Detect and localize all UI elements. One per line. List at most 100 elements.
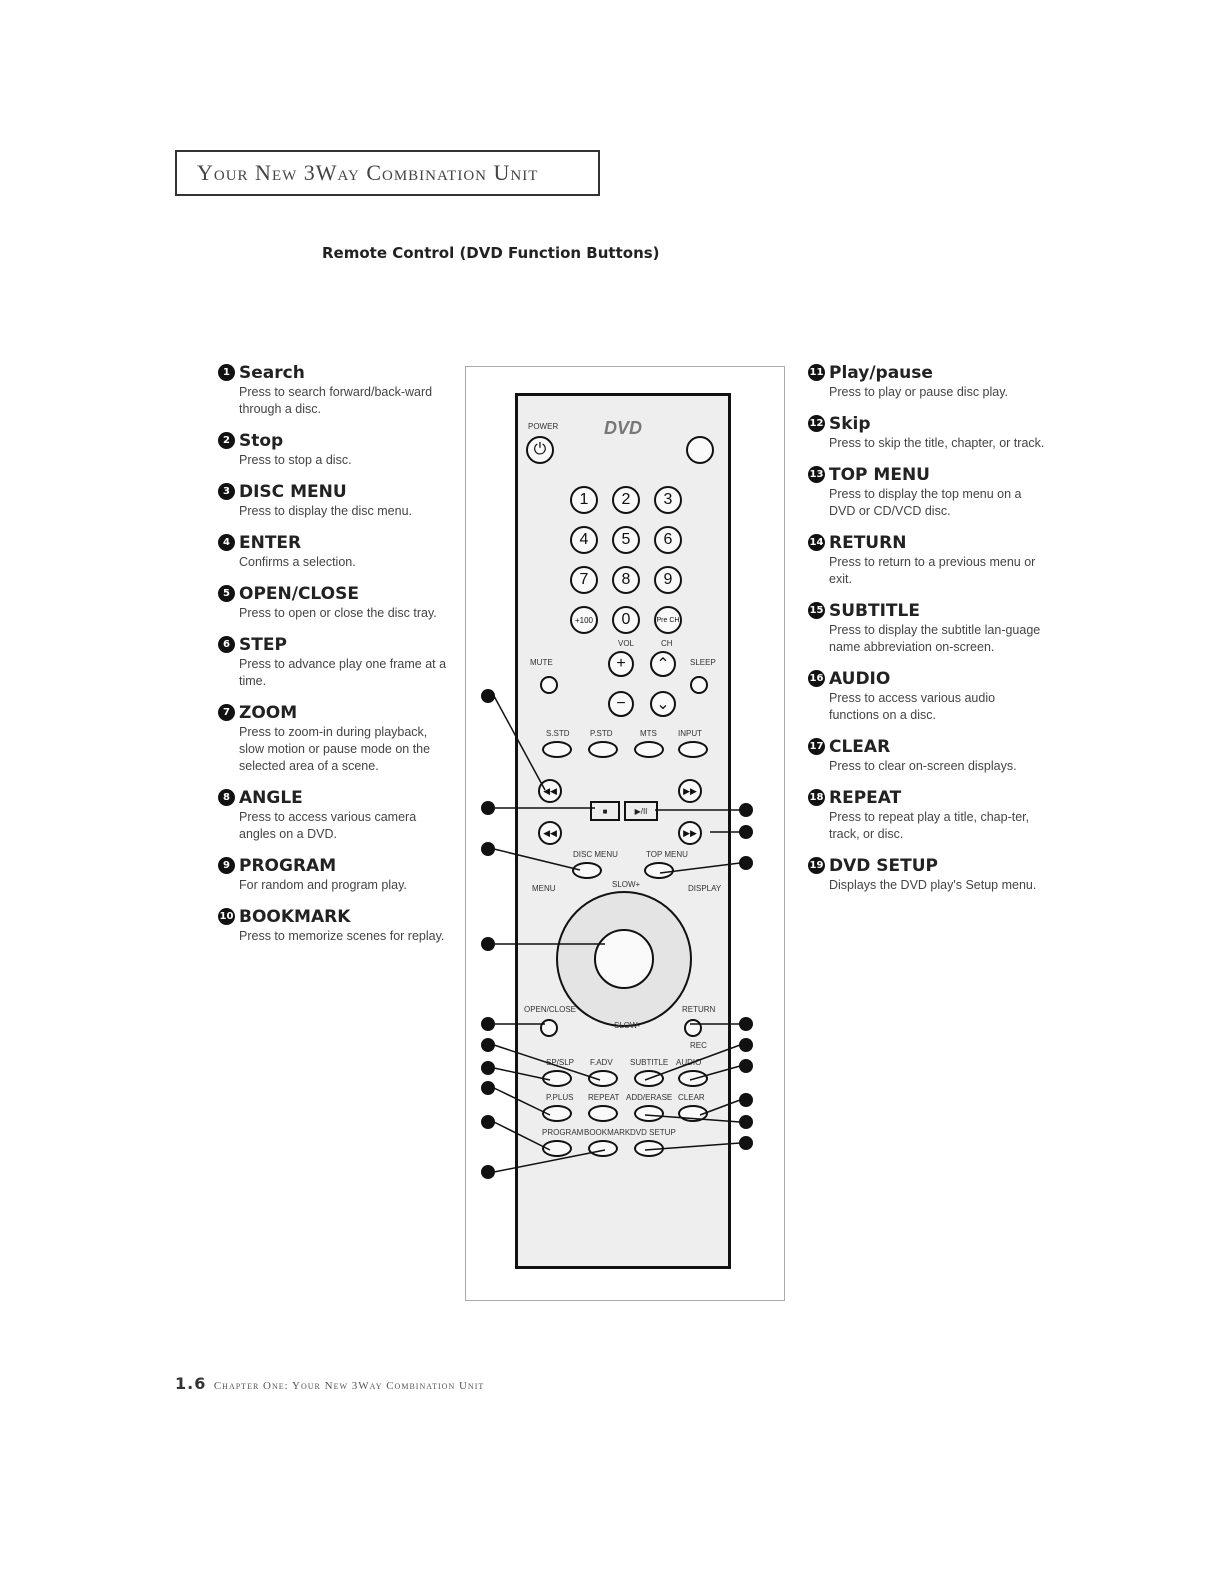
slow-plus-label: SLOW+ — [612, 880, 641, 889]
key-4: 4 — [570, 526, 598, 554]
mute-button — [540, 676, 558, 694]
right-item-list: 11 Play/pause Press to play or pause dis… — [808, 362, 1048, 906]
p-plus-label: P.PLUS — [546, 1093, 574, 1102]
item-name: AUDIO — [829, 669, 891, 689]
disc-menu-button — [572, 862, 602, 879]
key-0: 0 — [612, 606, 640, 634]
item-audio: 16 AUDIO Press to access various audio f… — [808, 668, 1048, 724]
item-desc: Press to repeat play a title, chap-ter, … — [829, 810, 1030, 841]
vol-down-icon: − — [608, 691, 634, 717]
tv-vcr-dvd-button — [686, 436, 714, 464]
footer-chapter-title: Chapter One: Your New 3Way Combination U… — [213, 1380, 485, 1392]
item-name: DVD SETUP — [829, 856, 939, 876]
power-label: POWER — [528, 422, 559, 431]
item-step: 6 STEP Press to advance play one frame a… — [218, 634, 448, 690]
return-button — [684, 1019, 702, 1037]
item-number: 3 — [218, 483, 235, 500]
item-return: 14 RETURN Press to return to a previous … — [808, 532, 1048, 588]
key-6: 6 — [654, 526, 682, 554]
sp-slp-label: SP/SLP — [546, 1058, 575, 1067]
repeat-button — [588, 1105, 618, 1122]
program-label: PROGRAM — [542, 1128, 584, 1137]
sleep-label: SLEEP — [690, 658, 716, 667]
item-search: 1 Search Press to search forward/back-wa… — [218, 362, 448, 418]
key-1: 1 — [570, 486, 598, 514]
item-play-pause: 11 Play/pause Press to play or pause dis… — [808, 362, 1048, 401]
sleep-button — [690, 676, 708, 694]
key-2: 2 — [612, 486, 640, 514]
page-footer: 1.6 Chapter One: Your New 3Way Combinati… — [175, 1374, 484, 1393]
angle-button — [542, 1105, 572, 1122]
return-label: RETURN — [682, 1005, 716, 1014]
item-program: 9 PROGRAM For random and program play. — [218, 855, 448, 894]
disc-menu-label: DISC MENU — [573, 850, 618, 859]
stop-icon: ■ — [590, 801, 620, 821]
item-desc: Press to open or close the disc tray. — [239, 606, 437, 620]
item-name: ENTER — [239, 533, 302, 553]
slow-minus-label: SLOW- — [614, 1021, 641, 1030]
p-std-label: P.STD — [590, 729, 613, 738]
p-std-button — [588, 741, 618, 758]
item-bookmark: 10 BOOKMARK Press to memorize scenes for… — [218, 906, 448, 945]
skip-forward-icon: ▶▶ — [678, 821, 702, 845]
repeat-label: REPEAT — [588, 1093, 620, 1102]
item-open-close: 5 OPEN/CLOSE Press to open or close the … — [218, 583, 448, 622]
item-name: SUBTITLE — [829, 601, 920, 621]
item-repeat: 18 REPEAT Press to repeat play a title, … — [808, 787, 1048, 843]
item-name: OPEN/CLOSE — [239, 584, 359, 604]
clear-button — [678, 1105, 708, 1122]
item-name: PROGRAM — [239, 856, 337, 876]
item-number: 2 — [218, 432, 235, 449]
play-pause-icon: ▶/II — [624, 801, 658, 821]
item-desc: Press to display the top menu on a DVD o… — [829, 487, 1022, 518]
item-number: 14 — [808, 534, 825, 551]
item-desc: Press to skip the title, chapter, or tra… — [829, 436, 1045, 450]
menu-label: MENU — [532, 884, 556, 893]
step-button — [588, 1070, 618, 1087]
key-pre-ch: Pre CH — [654, 606, 682, 634]
mts-label: MTS — [640, 729, 657, 738]
open-close-label: OPEN/CLOSE — [524, 1005, 577, 1014]
item-zoom: 7 ZOOM Press to zoom-in during playback,… — [218, 702, 448, 775]
item-desc: Press to stop a disc. — [239, 453, 352, 467]
key-5: 5 — [612, 526, 640, 554]
item-desc: Press to zoom-in during playback, slow m… — [239, 725, 431, 773]
item-number: 12 — [808, 415, 825, 432]
power-button: ⏻ — [526, 436, 554, 464]
input-button — [678, 741, 708, 758]
mts-button — [634, 741, 664, 758]
item-number: 4 — [218, 534, 235, 551]
mute-label: MUTE — [530, 658, 553, 667]
header-title: Your New 3Way Combination Unit — [197, 160, 539, 185]
dvd-setup-button — [634, 1140, 664, 1157]
program-button — [542, 1140, 572, 1157]
item-name: Stop — [239, 431, 284, 451]
key-9: 9 — [654, 566, 682, 594]
audio-button — [678, 1070, 708, 1087]
item-desc: Press to access various audio functions … — [829, 691, 996, 722]
item-number: 9 — [218, 857, 235, 874]
add-erase-button — [634, 1105, 664, 1122]
zoom-button — [542, 1070, 572, 1087]
dvd-logo: DVD — [604, 418, 643, 438]
page-number: 1.6 — [175, 1374, 207, 1393]
item-dvd-setup: 19 DVD SETUP Displays the DVD play's Set… — [808, 855, 1048, 894]
top-menu-button — [644, 862, 674, 879]
item-name: STEP — [239, 635, 287, 655]
rec-label: REC — [690, 1041, 707, 1050]
key-7: 7 — [570, 566, 598, 594]
navigation-ring — [556, 891, 692, 1027]
item-desc: Displays the DVD play's Setup menu. — [829, 878, 1037, 892]
dvd-setup-label: DVD SETUP — [630, 1128, 676, 1137]
item-name: ANGLE — [239, 788, 303, 808]
item-desc: Press to display the subtitle lan-guage … — [829, 623, 1041, 654]
item-clear: 17 CLEAR Press to clear on-screen displa… — [808, 736, 1048, 775]
item-desc: Press to clear on-screen displays. — [829, 759, 1017, 773]
open-close-button — [540, 1019, 558, 1037]
item-number: 15 — [808, 602, 825, 619]
key-3: 3 — [654, 486, 682, 514]
item-number: 10 — [218, 908, 235, 925]
item-number: 16 — [808, 670, 825, 687]
item-name: RETURN — [829, 533, 907, 553]
item-angle: 8 ANGLE Press to access various camera a… — [218, 787, 448, 843]
